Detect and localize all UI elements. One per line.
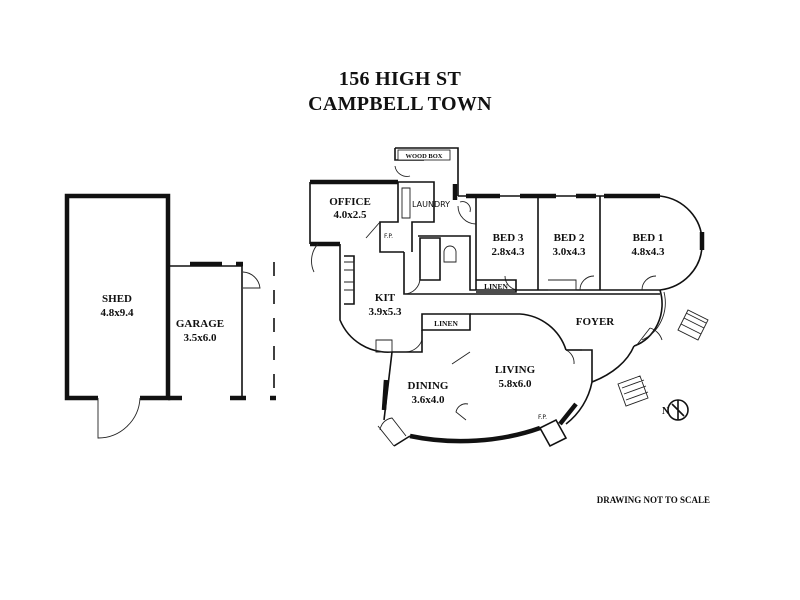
linen-lower-label: LINEN bbox=[434, 319, 458, 328]
foyer-label: FOYER bbox=[576, 316, 616, 328]
bed1-label: BED 1 bbox=[633, 232, 664, 244]
laundry-label: LAUNDRY bbox=[412, 200, 450, 209]
title-town: CAMPBELL TOWN bbox=[308, 93, 492, 115]
living-label: LIVING bbox=[495, 364, 536, 376]
shed-label: SHED bbox=[102, 293, 132, 305]
kit-label: KIT bbox=[375, 292, 396, 304]
dining-label: DINING bbox=[408, 380, 449, 392]
bed1-size: 4.8x4.3 bbox=[632, 246, 666, 258]
living-size: 5.8x6.0 bbox=[499, 378, 533, 390]
not-to-scale-note: DRAWING NOT TO SCALE bbox=[596, 495, 710, 505]
garage-size: 3.5x6.0 bbox=[184, 332, 218, 344]
garage-label: GARAGE bbox=[176, 318, 224, 330]
bed2-label: BED 2 bbox=[554, 232, 585, 244]
shed-size: 4.8x9.4 bbox=[101, 307, 135, 319]
fp-office-label: F.P. bbox=[384, 233, 393, 240]
garage-walls bbox=[168, 261, 276, 401]
shed-walls bbox=[64, 193, 171, 439]
office-size: 4.0x2.5 bbox=[334, 209, 368, 221]
dining-size: 3.6x4.0 bbox=[412, 394, 446, 406]
bed3-size: 2.8x4.3 bbox=[492, 246, 526, 258]
fp-living-label: F.P. bbox=[538, 414, 547, 421]
kit-size: 3.9x5.3 bbox=[369, 306, 403, 318]
title-address: 156 HIGH ST bbox=[338, 68, 462, 90]
north-marker-label: N bbox=[662, 406, 670, 417]
office-label: OFFICE bbox=[329, 196, 371, 208]
linen-upper-label: LINEN bbox=[484, 282, 508, 291]
bed3-label: BED 3 bbox=[493, 232, 524, 244]
wood-box-label: WOOD BOX bbox=[405, 153, 442, 160]
bed2-size: 3.0x4.3 bbox=[553, 246, 587, 258]
house-walls bbox=[309, 147, 709, 448]
